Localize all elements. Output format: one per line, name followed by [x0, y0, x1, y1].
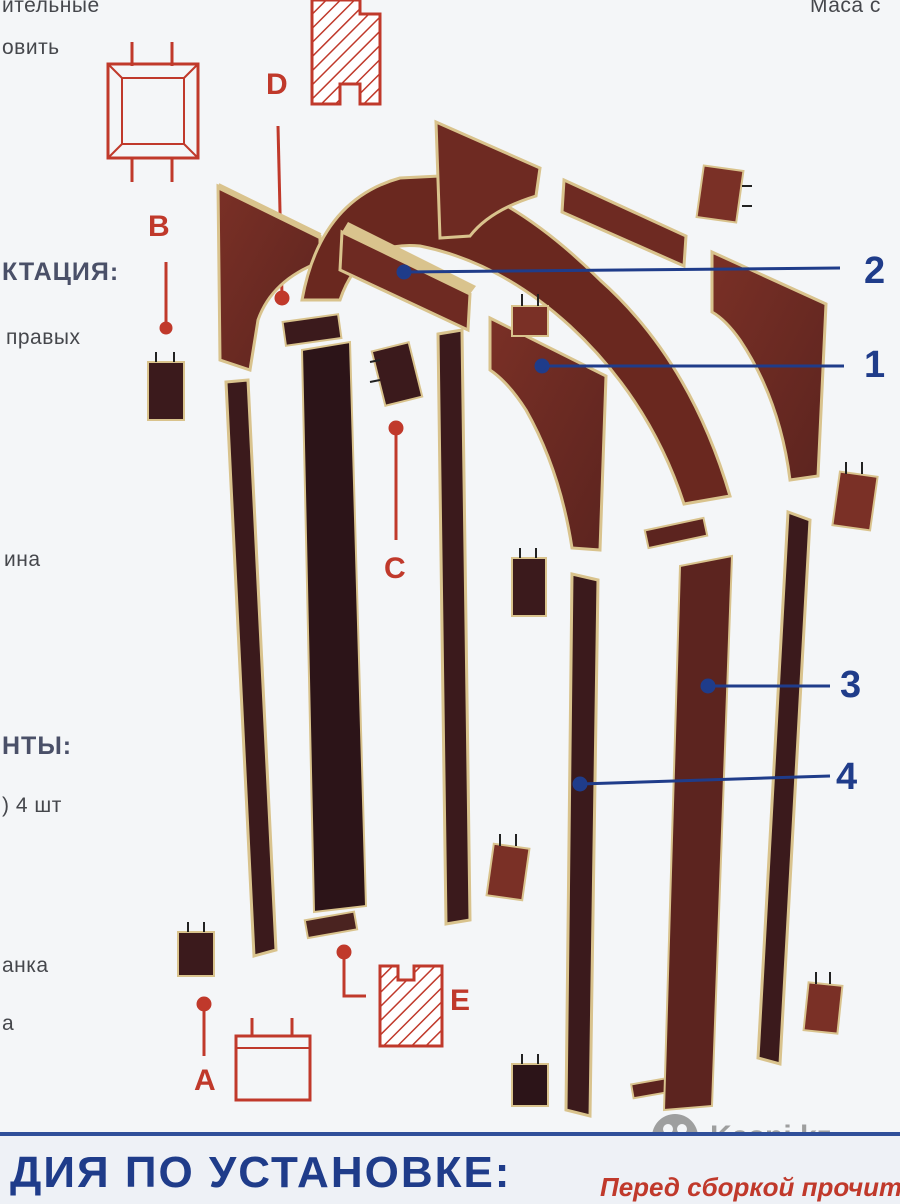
left-inner-post	[436, 328, 472, 926]
connector-block	[485, 834, 531, 902]
part-2-crossbar	[338, 229, 472, 333]
left-outer-post	[224, 378, 278, 958]
detail-d-profile-icon	[310, 0, 382, 106]
spacer-block-bottom	[303, 910, 359, 940]
cropped-text-length: ина	[4, 548, 41, 571]
cropped-text-plank: анка	[2, 954, 49, 977]
connector-block	[511, 1054, 549, 1107]
connector-block	[511, 548, 547, 617]
cropped-text-quantity: ) 4 шт	[2, 794, 62, 817]
detail-letter-a: A	[194, 1064, 216, 1097]
spacer-block-mid	[643, 516, 709, 550]
arch-leaf-left-edge	[216, 183, 322, 239]
callout-1: 1	[864, 344, 886, 386]
center-wide-panel	[300, 340, 368, 914]
footer-note: Перед сборкой прочитай	[600, 1172, 900, 1202]
arch-curved-panel	[300, 174, 732, 506]
detail-b-frame-icon	[106, 42, 200, 182]
detail-letter-d: D	[266, 68, 288, 101]
cropped-text-right: правых	[6, 326, 81, 349]
spacer-block-top	[281, 313, 343, 347]
part-2-crossbar-top-edge	[342, 222, 476, 294]
cropped-text-a: а	[2, 1012, 15, 1035]
callout-3: 3	[840, 664, 862, 706]
rear-top-board	[434, 119, 542, 240]
right-outer-post	[756, 509, 812, 1066]
detail-letter-c: C	[384, 552, 406, 585]
connector-block	[831, 462, 879, 532]
section-heading-complect: КТАЦИЯ:	[2, 258, 120, 286]
connector-block	[695, 164, 752, 224]
cropped-text-top-left-1: ительные	[2, 0, 100, 17]
detail-letter-e: E	[450, 984, 471, 1017]
connector-blocks	[147, 164, 879, 1107]
callout-4: 4	[836, 756, 858, 798]
section-heading-elements: НТЫ:	[2, 732, 73, 760]
top-right-rail	[560, 177, 688, 269]
detail-a-frame-icon	[234, 1018, 312, 1102]
detail-letter-b: B	[148, 210, 170, 243]
footer-instructions-heading: ДИЯ ПО УСТАНОВКЕ:	[10, 1148, 512, 1197]
callout-2: 2	[864, 250, 886, 292]
connector-block	[511, 294, 549, 337]
connector-block	[177, 922, 215, 977]
part-1-arch-leaf	[488, 315, 608, 552]
callout-leaders	[396, 264, 844, 792]
cropped-text-top-right: Маса с	[810, 0, 881, 17]
connector-block	[147, 352, 185, 421]
part-3-wide-panel	[662, 554, 734, 1112]
connector-block	[369, 341, 424, 407]
detail-e-profile-icon	[378, 964, 444, 1048]
cropped-text-top-left-2: овить	[2, 36, 60, 59]
part-4-post	[564, 572, 600, 1118]
detail-pointer-lines	[159, 125, 404, 1056]
connector-block	[802, 972, 844, 1035]
footer-band	[0, 1132, 900, 1204]
